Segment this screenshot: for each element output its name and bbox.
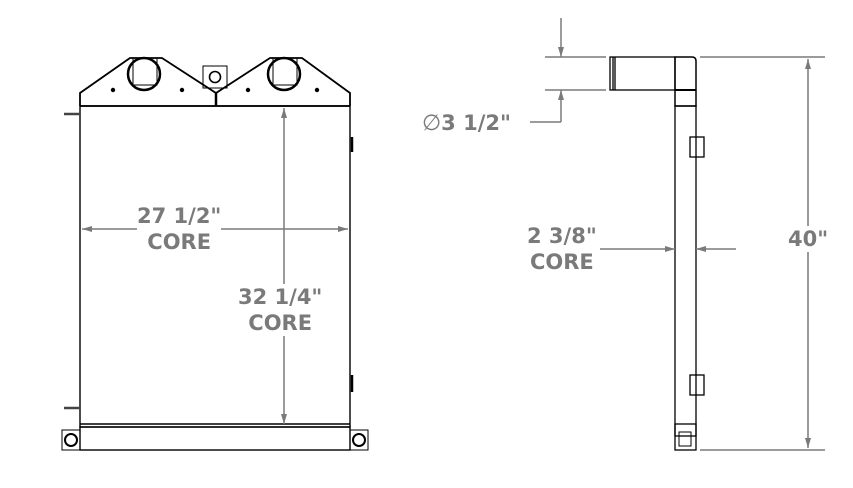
- pipe-diameter-value: 3 1/2": [441, 111, 511, 135]
- core-depth-value: 2 3/8": [527, 224, 597, 248]
- overall-height-value: 40": [788, 227, 829, 251]
- core-height-note: CORE: [248, 311, 313, 335]
- core-depth-label: 2 3/8" CORE: [527, 223, 597, 275]
- mount-hole-icon: [208, 70, 222, 84]
- mount-hole-icon: [352, 433, 366, 447]
- front-view: [61, 56, 369, 451]
- mount-hole-icon: [64, 433, 78, 447]
- core-height-value: 32 1/4": [238, 285, 323, 309]
- diameter-icon: ∅: [422, 111, 442, 136]
- core-width-note: CORE: [147, 230, 212, 254]
- core-width-label: 27 1/2" CORE: [137, 203, 222, 255]
- front-dimensions: [82, 108, 348, 424]
- core-depth-note: CORE: [529, 250, 594, 274]
- side-dimensions: [530, 18, 825, 451]
- core-width-value: 27 1/2": [137, 204, 222, 228]
- top-tank: [79, 57, 351, 107]
- core-height-label: 32 1/4" CORE: [238, 284, 323, 336]
- side-view: [609, 56, 705, 451]
- overall-height-label: 40": [788, 226, 829, 252]
- pipe-diameter-label: ∅3 1/2": [422, 110, 511, 137]
- core-outline: [79, 105, 351, 428]
